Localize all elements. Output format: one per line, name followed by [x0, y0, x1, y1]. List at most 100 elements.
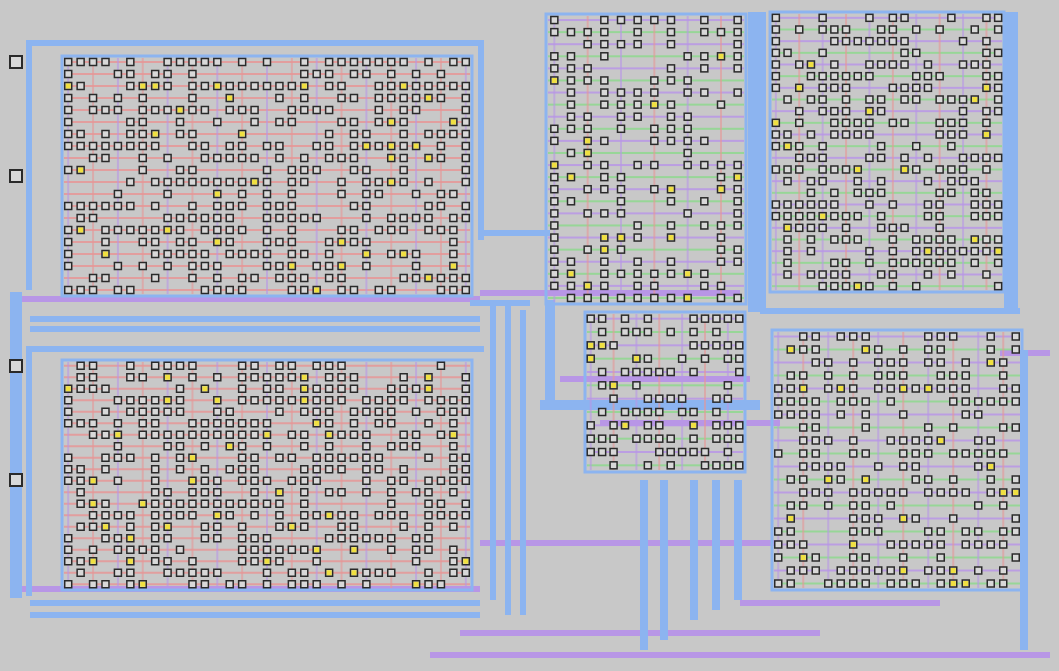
- via-contact: [150, 69, 160, 79]
- contact-marker: [988, 464, 994, 469]
- stripe: [166, 58, 169, 294]
- via-contact: [374, 419, 384, 428]
- via-contact: [999, 358, 1008, 367]
- via-contact: [771, 48, 781, 58]
- via-contact: [824, 371, 833, 380]
- via-contact: [888, 270, 898, 279]
- via-contact: [300, 153, 309, 163]
- m1-wire: [30, 612, 480, 618]
- via-contact: [583, 184, 592, 194]
- stripe: [548, 212, 744, 215]
- via-contact: [841, 71, 851, 81]
- via-contact: [163, 534, 172, 543]
- via-contact: [818, 83, 827, 93]
- via-contact: [735, 421, 744, 430]
- via-contact: [583, 27, 592, 37]
- via-contact: [666, 136, 676, 146]
- via-contact: [449, 273, 458, 283]
- via-contact: [666, 434, 675, 443]
- via-contact: [262, 580, 272, 589]
- via-contact: [399, 442, 408, 451]
- via-contact: [924, 332, 933, 341]
- via-contact: [830, 106, 839, 116]
- via-contact: [386, 407, 396, 416]
- via-contact: [683, 148, 692, 158]
- via-contact: [993, 106, 1003, 116]
- via-contact: [874, 514, 883, 523]
- via-contact: [411, 213, 421, 223]
- via-contact: [76, 499, 85, 508]
- via-contact: [461, 568, 471, 577]
- via-contact: [138, 153, 148, 163]
- via-contact: [993, 153, 1003, 163]
- contact-marker: [950, 581, 956, 586]
- via-contact: [237, 545, 247, 554]
- memory-array-top-left: [60, 54, 474, 298]
- via-contact: [600, 209, 609, 218]
- via-contact: [600, 27, 609, 37]
- via-contact: [287, 430, 297, 439]
- via-contact: [113, 534, 123, 543]
- via-contact: [666, 367, 675, 377]
- via-contact: [924, 475, 933, 484]
- via-contact: [650, 281, 659, 291]
- via-contact: [88, 285, 98, 295]
- via-contact: [150, 465, 160, 474]
- via-contact: [600, 281, 609, 291]
- via-contact: [63, 69, 73, 79]
- via-contact: [1011, 514, 1020, 523]
- via-contact: [300, 522, 309, 531]
- contact-marker: [339, 263, 345, 269]
- via-contact: [650, 15, 659, 25]
- via-contact: [175, 499, 185, 508]
- via-contact: [362, 488, 371, 497]
- stripe: [774, 478, 1020, 481]
- via-contact: [961, 540, 970, 549]
- via-contact: [175, 165, 185, 175]
- contact-marker: [264, 432, 270, 438]
- via-contact: [982, 200, 991, 209]
- via-contact: [924, 488, 933, 497]
- stripe: [587, 317, 743, 320]
- via-contact: [175, 177, 185, 187]
- m1-rail: [478, 40, 484, 240]
- via-contact: [958, 165, 968, 174]
- via-contact: [716, 281, 726, 291]
- via-contact: [374, 568, 384, 577]
- via-contact: [300, 105, 309, 115]
- via-contact: [947, 258, 956, 268]
- via-contact: [774, 449, 783, 458]
- contact-marker: [983, 132, 989, 137]
- via-contact: [461, 499, 471, 508]
- via-contact: [163, 261, 172, 271]
- via-contact: [811, 488, 820, 497]
- via-contact: [861, 553, 870, 562]
- via-contact: [865, 246, 874, 256]
- via-contact: [113, 93, 123, 103]
- via-contact: [300, 430, 309, 439]
- via-contact: [250, 430, 259, 439]
- via-contact: [865, 130, 874, 139]
- via-contact: [449, 453, 458, 462]
- via-contact: [865, 153, 874, 163]
- m1-rail: [26, 346, 32, 596]
- via-contact: [362, 568, 371, 577]
- via-contact: [689, 341, 698, 350]
- via-contact: [666, 76, 676, 85]
- via-contact: [912, 95, 921, 104]
- block-frame: [60, 358, 474, 592]
- via-contact: [362, 129, 371, 139]
- contact-marker: [314, 547, 320, 553]
- via-contact: [113, 545, 123, 554]
- via-contact: [399, 384, 408, 393]
- via-contact: [849, 501, 858, 510]
- via-contact: [250, 419, 259, 428]
- via-contact: [250, 117, 259, 127]
- via-contact: [386, 511, 396, 520]
- via-contact: [188, 430, 197, 439]
- via-contact: [63, 225, 73, 235]
- via-contact: [723, 354, 733, 363]
- logic-bottom-right: [770, 328, 1024, 592]
- via-contact: [700, 88, 709, 97]
- via-contact: [213, 57, 222, 67]
